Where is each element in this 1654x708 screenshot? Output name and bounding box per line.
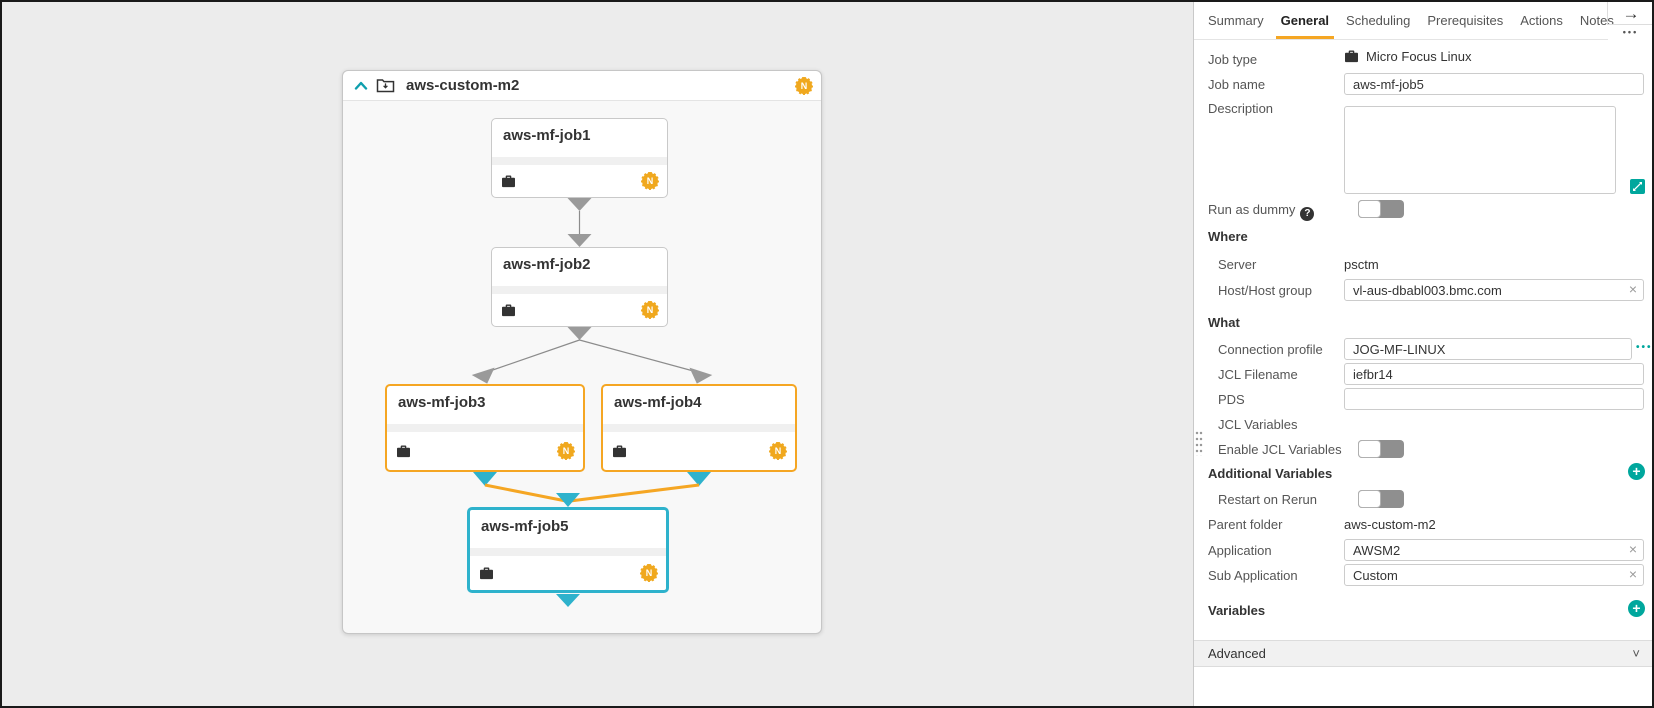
job-node-aws-mf-job1[interactable]: aws-mf-job1 N: [491, 118, 668, 198]
jcl-variables-label: JCL Variables: [1218, 417, 1298, 432]
new-badge: N: [769, 442, 787, 460]
new-badge: N: [640, 564, 658, 582]
folder-container[interactable]: aws-custom-m2 N aws-mf-job1 N aws-mf-job…: [342, 70, 822, 634]
folder-title: aws-custom-m2: [406, 77, 520, 94]
application-label: Application: [1208, 543, 1272, 558]
run-as-dummy-label: Run as dummy?: [1208, 202, 1315, 221]
chevron-down-icon: ˅: [1632, 646, 1640, 661]
tab-actions[interactable]: Actions: [1520, 13, 1563, 28]
workflow-canvas[interactable]: aws-custom-m2 N aws-mf-job1 N aws-mf-job…: [2, 2, 1193, 706]
job-name: aws-mf-job4: [614, 394, 702, 411]
parent-folder-label: Parent folder: [1208, 517, 1283, 532]
description-textarea[interactable]: [1344, 106, 1616, 194]
server-value: psctm: [1344, 257, 1379, 272]
connection-profile-input[interactable]: [1344, 338, 1632, 360]
restart-on-rerun-label: Restart on Rerun: [1218, 492, 1317, 507]
jcl-filename-label: JCL Filename: [1218, 367, 1298, 382]
job-name: aws-mf-job1: [503, 127, 591, 144]
briefcase-icon: [613, 444, 626, 457]
tab-bar: Summary General Scheduling Prerequisites…: [1194, 2, 1614, 40]
new-badge: N: [641, 301, 659, 319]
parent-folder-value: aws-custom-m2: [1344, 517, 1436, 532]
job-name: aws-mf-job2: [503, 256, 591, 273]
pds-label: PDS: [1218, 392, 1245, 407]
advanced-section-header[interactable]: Advanced ˅: [1194, 640, 1652, 667]
clear-icon[interactable]: ×: [1628, 566, 1637, 582]
add-variable-button[interactable]: +: [1628, 463, 1645, 480]
panel-more-button[interactable]: •••: [1622, 27, 1639, 37]
collapse-folder-icon[interactable]: [354, 81, 368, 90]
briefcase-icon: [502, 174, 515, 187]
connector-lines: [471, 198, 713, 607]
clear-icon[interactable]: ×: [1628, 541, 1637, 557]
properties-panel: Summary General Scheduling Prerequisites…: [1193, 2, 1653, 706]
pds-input[interactable]: [1344, 388, 1644, 410]
tab-scheduling[interactable]: Scheduling: [1346, 13, 1411, 28]
host-input[interactable]: [1344, 279, 1644, 301]
job-type-value: Micro Focus Linux: [1366, 49, 1472, 64]
advanced-title: Advanced: [1208, 646, 1266, 661]
job-name: aws-mf-job5: [481, 518, 569, 535]
new-badge: N: [641, 172, 659, 190]
job-node-aws-mf-job3[interactable]: aws-mf-job3 N: [385, 384, 585, 472]
folder-header[interactable]: aws-custom-m2 N: [343, 71, 821, 101]
tab-summary[interactable]: Summary: [1208, 13, 1264, 28]
host-label: Host/Host group: [1218, 283, 1312, 298]
node-divider: [470, 548, 666, 556]
job-name-label: Job name: [1208, 77, 1266, 92]
connection-profile-browse-button[interactable]: •••: [1636, 342, 1653, 353]
where-section-title: Where: [1208, 229, 1248, 244]
node-divider: [603, 424, 795, 432]
briefcase-icon: [397, 444, 410, 457]
what-section-title: What: [1208, 315, 1240, 330]
folder-icon: [376, 78, 395, 93]
node-divider: [492, 157, 667, 165]
job-node-aws-mf-job2[interactable]: aws-mf-job2 N: [491, 247, 668, 327]
tab-notes[interactable]: Notes: [1579, 13, 1614, 28]
additional-variables-title: Additional Variables: [1208, 466, 1333, 481]
enable-jcl-variables-toggle[interactable]: [1358, 440, 1404, 458]
collapse-panel-button[interactable]: →: [1607, 2, 1652, 25]
enable-jcl-variables-label: Enable JCL Variables: [1218, 442, 1342, 457]
briefcase-icon: [1345, 50, 1358, 63]
job-name: aws-mf-job3: [398, 394, 486, 411]
job-node-aws-mf-job5[interactable]: aws-mf-job5 N: [467, 507, 669, 593]
description-label: Description: [1208, 101, 1274, 116]
run-as-dummy-toggle[interactable]: [1358, 200, 1404, 218]
help-icon[interactable]: ?: [1300, 207, 1315, 221]
connection-profile-label: Connection profile: [1218, 342, 1323, 357]
arrow-forward-icon: →: [1622, 3, 1640, 23]
job-type-label: Job type: [1208, 52, 1258, 67]
server-label: Server: [1218, 257, 1257, 272]
new-badge: N: [557, 442, 575, 460]
restart-on-rerun-toggle[interactable]: [1358, 490, 1404, 508]
node-divider: [387, 424, 583, 432]
tab-prerequisites[interactable]: Prerequisites: [1427, 13, 1504, 28]
tab-general[interactable]: General: [1275, 13, 1335, 39]
clear-icon[interactable]: ×: [1628, 281, 1637, 297]
job-node-aws-mf-job4[interactable]: aws-mf-job4 N: [601, 384, 797, 472]
briefcase-icon: [480, 566, 493, 579]
new-badge: N: [795, 76, 813, 95]
sub-application-label: Sub Application: [1208, 568, 1298, 583]
job-name-input[interactable]: [1344, 73, 1644, 95]
add-variable-button[interactable]: +: [1628, 600, 1645, 617]
expand-description-button[interactable]: [1630, 179, 1645, 194]
jcl-filename-input[interactable]: [1344, 363, 1644, 385]
application-input[interactable]: [1344, 539, 1644, 561]
splitter-drag-handle[interactable]: [1195, 430, 1203, 456]
briefcase-icon: [502, 303, 515, 316]
node-divider: [492, 286, 667, 294]
variables-title: Variables: [1208, 603, 1266, 618]
sub-application-input[interactable]: [1344, 564, 1644, 586]
